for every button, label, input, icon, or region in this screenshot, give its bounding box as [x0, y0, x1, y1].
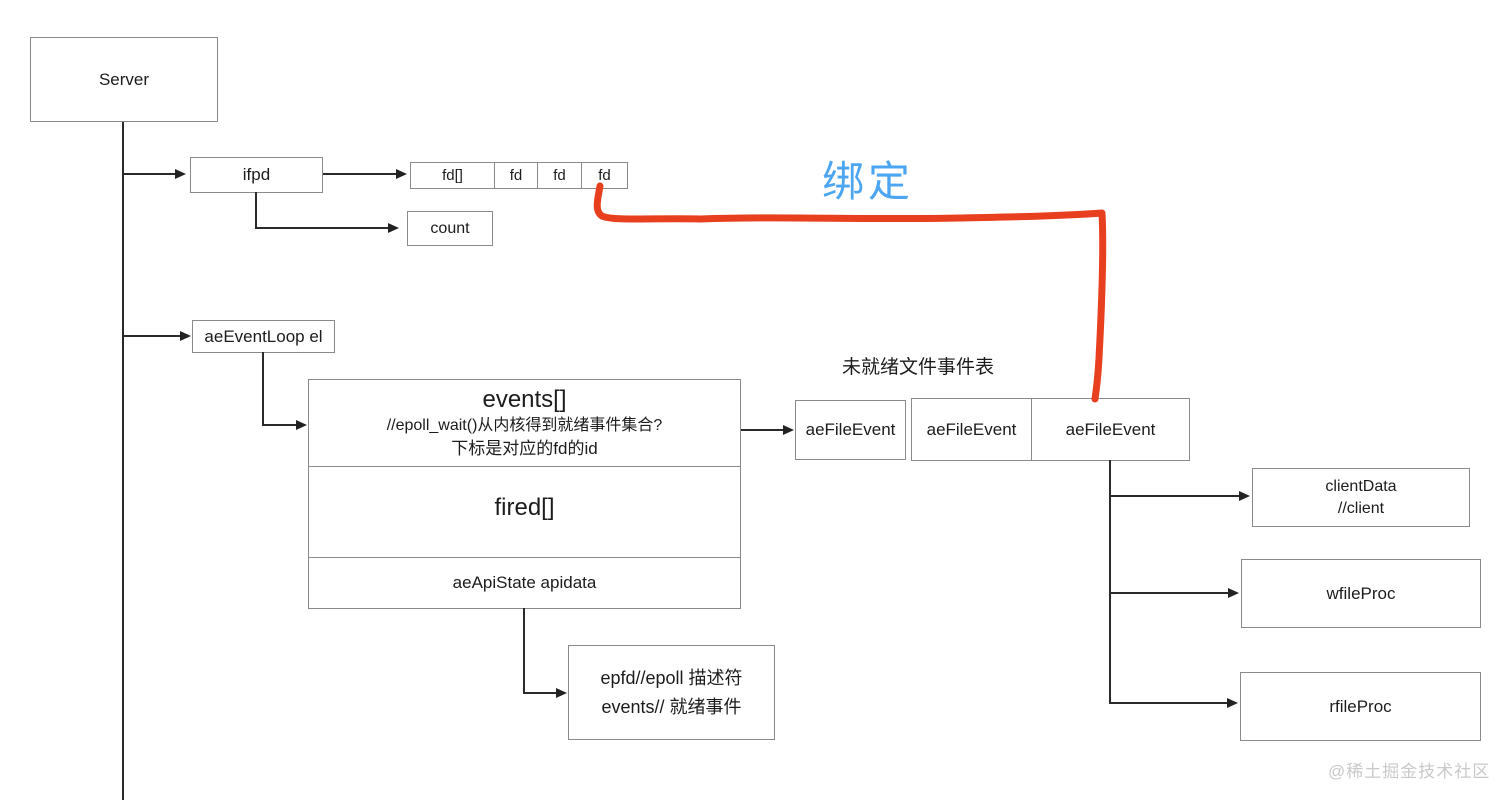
events-comment-1: //epoll_wait()从内核得到就绪事件集合?	[386, 417, 663, 434]
events-section: events[] //epoll_wait()从内核得到就绪事件集合? 下标是对…	[309, 380, 740, 466]
connector-count-h	[255, 227, 388, 229]
fd-array-row: fd[] fd fd fd	[410, 162, 628, 189]
client-data-line-1: clientData	[1325, 477, 1397, 495]
client-data-box: clientData //client	[1252, 468, 1470, 527]
connector-count-v	[255, 192, 257, 228]
ifpd-label: ifpd	[242, 165, 271, 184]
rfile-proc-box: rfileProc	[1240, 672, 1481, 741]
connector-ael	[123, 335, 180, 337]
ae-file-event-label: aeFileEvent	[1065, 419, 1156, 439]
ae-file-event-box-1: aeFileEvent	[795, 400, 906, 460]
epfd-box: epfd//epoll 描述符 events// 就绪事件	[568, 645, 775, 740]
connector-server-trunk	[122, 121, 124, 800]
ae-file-event-cell: aeFileEvent	[911, 398, 1032, 461]
arrowhead-epfd	[556, 688, 567, 698]
connector-struct-v	[262, 352, 264, 425]
connector-struct-h	[262, 424, 297, 426]
arrowhead-fileevent	[783, 425, 794, 435]
connector-ifpd	[123, 173, 175, 175]
fd-cell-label: fd	[553, 167, 566, 184]
events-title: events[]	[482, 386, 567, 413]
ifpd-box: ifpd	[190, 157, 323, 193]
client-data-line-2: //client	[1337, 499, 1385, 517]
connector-fd-array	[323, 173, 396, 175]
fd-cell: fd	[495, 162, 538, 189]
fired-section: fired[]	[309, 466, 740, 557]
events-comment-2: 下标是对应的fd的id	[451, 439, 598, 458]
rfile-proc-label: rfileProc	[1329, 696, 1392, 716]
arrowhead-fd-array	[396, 169, 407, 179]
arrowhead-rfileproc	[1227, 698, 1238, 708]
ae-file-event-label: aeFileEvent	[805, 420, 896, 439]
apistate-section: aeApiState apidata	[309, 557, 740, 607]
watermark: @稀土掘金技术社区	[1328, 762, 1491, 781]
fired-title: fired[]	[494, 494, 555, 521]
connector-clientdata	[1109, 495, 1240, 497]
fd-cell-label: fd[]	[442, 167, 463, 184]
ae-event-loop-box: aeEventLoop el	[192, 320, 335, 353]
ae-file-event-label: aeFileEvent	[926, 419, 1017, 439]
arrowhead-count	[388, 223, 399, 233]
ae-event-loop-label: aeEventLoop el	[204, 326, 323, 346]
unready-table-label: 未就绪文件事件表	[842, 357, 995, 378]
epfd-line-2: events// 就绪事件	[601, 696, 742, 717]
fd-cell: fd	[582, 162, 628, 189]
binding-label: 绑定	[822, 158, 915, 205]
apistate-label: aeApiState apidata	[452, 572, 597, 592]
event-loop-struct-box: events[] //epoll_wait()从内核得到就绪事件集合? 下标是对…	[308, 379, 741, 609]
server-box: Server	[30, 37, 218, 122]
fd-cell: fd	[538, 162, 582, 189]
ae-file-event-box-2-3: aeFileEvent aeFileEvent	[911, 398, 1190, 461]
fd-cell: fd[]	[410, 162, 495, 189]
fd-cell-label: fd	[598, 167, 611, 184]
arrowhead-wfileproc	[1228, 588, 1239, 598]
wfile-proc-label: wfileProc	[1326, 583, 1396, 603]
arrowhead-ael	[180, 331, 191, 341]
fd-cell-label: fd	[509, 167, 523, 184]
wfile-proc-box: wfileProc	[1241, 559, 1481, 628]
connector-rfileproc	[1109, 702, 1228, 704]
ae-file-event-cell: aeFileEvent	[1032, 398, 1190, 461]
arrowhead-clientdata	[1239, 491, 1250, 501]
arrowhead-struct	[296, 420, 307, 430]
connector-wfileproc	[1109, 592, 1229, 594]
epfd-line-1: epfd//epoll 描述符	[600, 667, 743, 688]
connector-epfd-h	[523, 692, 557, 694]
arrowhead-ifpd	[175, 169, 186, 179]
connector-right-trunk	[1109, 460, 1111, 704]
connector-fileevent	[741, 429, 783, 431]
connector-epfd-v	[523, 608, 525, 693]
count-box: count	[407, 211, 493, 246]
server-label: Server	[98, 69, 150, 89]
count-label: count	[430, 219, 470, 237]
